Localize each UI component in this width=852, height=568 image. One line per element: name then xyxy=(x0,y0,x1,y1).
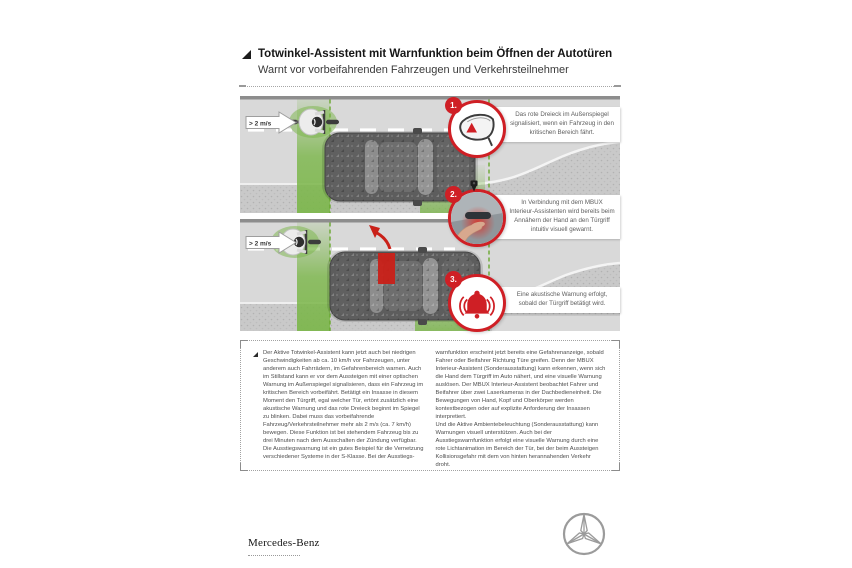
corner-mark xyxy=(240,340,248,348)
callout-2: 2. xyxy=(445,186,506,247)
page-title: Totwinkel-Assistent mit Warnfunktion bei… xyxy=(258,48,613,60)
callout-3-badge: 3. xyxy=(445,271,462,288)
callout-2-ring xyxy=(448,189,506,247)
speed-label-top: > 2 m/s xyxy=(249,121,272,128)
callout-note-2: In Verbindung mit dem MBUX Interieur-Ass… xyxy=(492,195,620,239)
corner-mark xyxy=(612,463,620,471)
header-separator xyxy=(239,85,621,87)
header: Totwinkel-Assistent mit Warnfunktion bei… xyxy=(240,47,622,78)
callout-1-badge: 1. xyxy=(445,97,462,114)
corner-mark xyxy=(612,340,620,348)
mercedes-star-logo xyxy=(561,511,607,562)
description-left-column: Der Aktive Totwinkel-Assistent kann jetz… xyxy=(263,350,424,460)
callout-note-1: Das rote Dreieck im Außenspiegel signali… xyxy=(492,107,620,142)
callout-1: 1. xyxy=(445,97,506,158)
description-box: Der Aktive Totwinkel-Assistent kann jetz… xyxy=(240,340,620,471)
open-door-warning xyxy=(378,253,395,284)
callout-note-3: Eine akustische Warnung erfolgt, sobald … xyxy=(492,287,620,313)
door-open-arrow xyxy=(369,225,380,238)
description-right-column: warnfunktion erscheint jetzt bereits ein… xyxy=(435,350,606,468)
callout-3-ring xyxy=(448,274,506,332)
paragraph-triangle-icon xyxy=(253,352,258,357)
hand-door-handle-icon xyxy=(451,192,503,244)
title-triangle-icon xyxy=(242,50,251,59)
interior-camera-icon xyxy=(468,180,480,198)
corner-mark xyxy=(240,463,248,471)
speed-label-bottom: > 2 m/s xyxy=(249,241,272,248)
side-mirror-warning-icon xyxy=(459,113,495,147)
callout-3: 3. xyxy=(445,271,506,332)
wordmark-rule xyxy=(248,555,300,556)
acoustic-alarm-bell-icon xyxy=(459,290,495,319)
mercedes-benz-wordmark: Mercedes-Benz xyxy=(248,537,320,549)
callout-2-badge: 2. xyxy=(445,186,462,203)
page-subtitle: Warnt vor vorbeifahrenden Fahrzeugen und… xyxy=(258,64,569,77)
illustration: > 2 m/s xyxy=(240,93,620,332)
